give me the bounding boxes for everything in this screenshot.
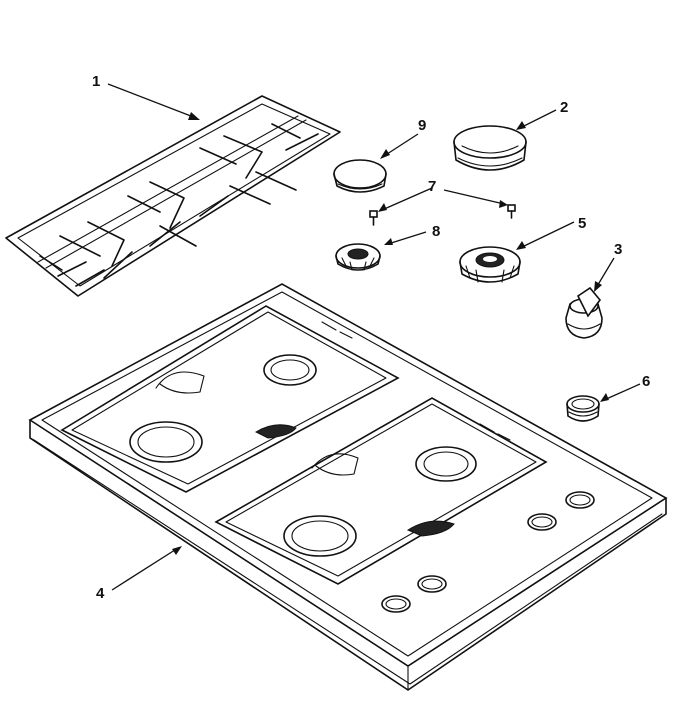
large-burner-cap: [453, 125, 527, 171]
callout-4: 4: [96, 585, 105, 602]
large-burner-head: [459, 246, 521, 283]
callout-9: 9: [418, 117, 426, 134]
small-burner-cap: [333, 159, 387, 193]
knob-bezel: [566, 395, 600, 422]
cooktop: [28, 283, 668, 691]
grate: [5, 95, 341, 297]
small-burner-head: [335, 243, 381, 271]
leader-lines: [107, 83, 641, 591]
callout-2: 2: [560, 99, 568, 116]
callout-6: 6: [642, 373, 650, 390]
screws: [369, 204, 516, 226]
callout-7: 7: [428, 178, 436, 195]
callout-3: 3: [614, 241, 622, 258]
callout-8: 8: [432, 223, 440, 240]
callout-labels: 1 2 3 4 5 6 7 8 9: [92, 73, 650, 602]
callout-1: 1: [92, 73, 100, 90]
control-knob: [565, 286, 603, 339]
callout-5: 5: [578, 215, 586, 232]
